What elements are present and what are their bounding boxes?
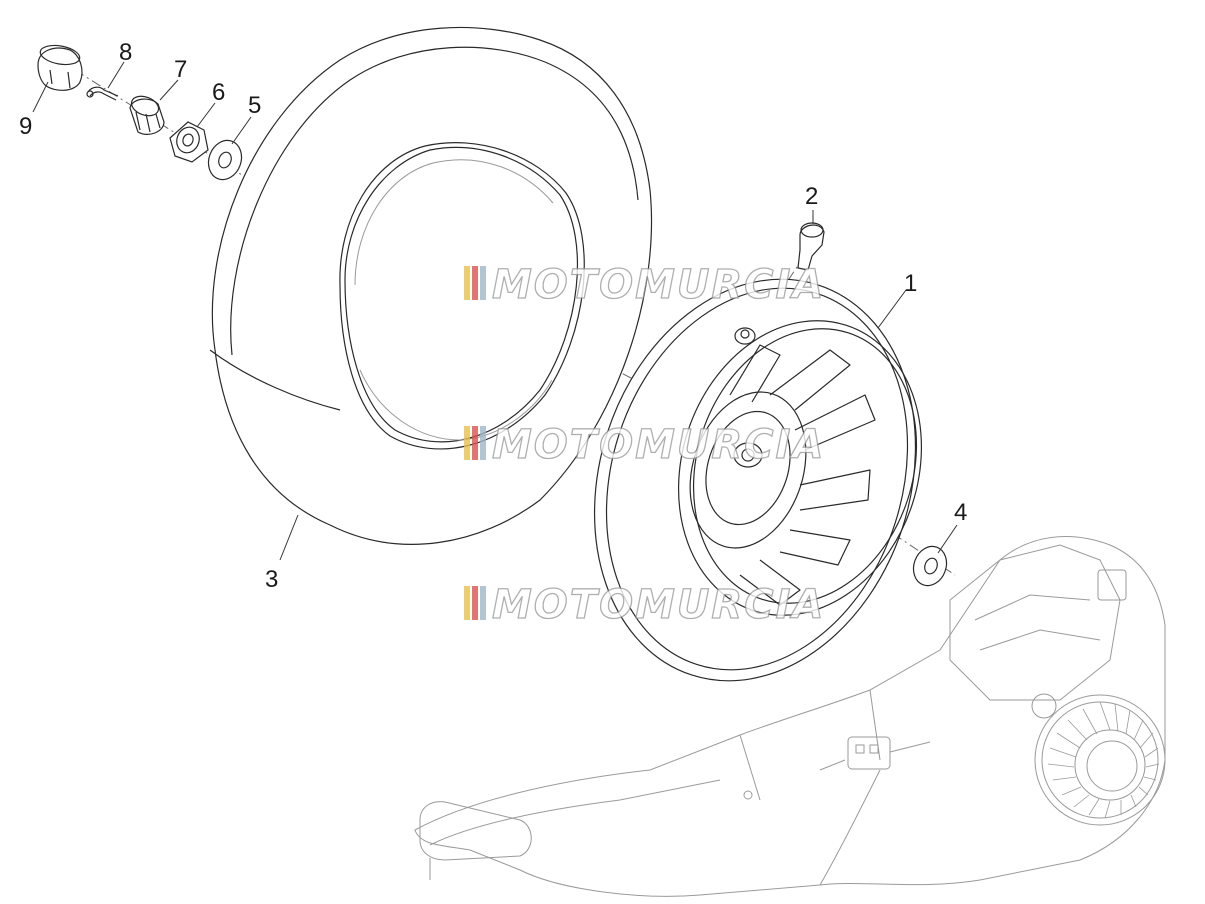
hub-cap-part-9: [37, 44, 83, 91]
castle-cap-part-7: [129, 95, 165, 135]
watermark-2: MOTOMURCIA: [464, 421, 825, 469]
callout-6: 6: [212, 79, 225, 106]
callout-labels: 1 2 3 4 5 6 7 8 9: [19, 39, 967, 593]
watermark-1: MOTOMURCIA: [464, 261, 825, 309]
callout-2: 2: [805, 183, 818, 210]
watermark-text: MOTOMURCIA: [492, 582, 825, 628]
tyre-part-3: [209, 26, 653, 545]
split-pin-part-8: [86, 86, 119, 101]
callout-5: 5: [248, 92, 261, 119]
watermark-text: MOTOMURCIA: [492, 262, 825, 308]
wheel-rim-part-1: [593, 278, 923, 682]
watermark-text: MOTOMURCIA: [492, 422, 825, 468]
fan-ribs: [1047, 701, 1160, 819]
rim-spokes: [729, 344, 876, 606]
washer-part-5: [207, 139, 243, 181]
callout-1: 1: [904, 270, 917, 297]
valve-part-2: [797, 222, 825, 271]
leader-lines: [32, 61, 958, 561]
callout-9: 9: [19, 113, 32, 140]
callout-4: 4: [954, 499, 967, 526]
callout-7: 7: [174, 56, 187, 83]
transmission-swingarm: [414, 536, 1166, 897]
nut-part-6: [169, 121, 209, 163]
callout-8: 8: [119, 39, 132, 66]
callout-3: 3: [265, 566, 278, 593]
watermark-3: MOTOMURCIA: [464, 581, 825, 629]
washer-part-4: [912, 545, 948, 587]
